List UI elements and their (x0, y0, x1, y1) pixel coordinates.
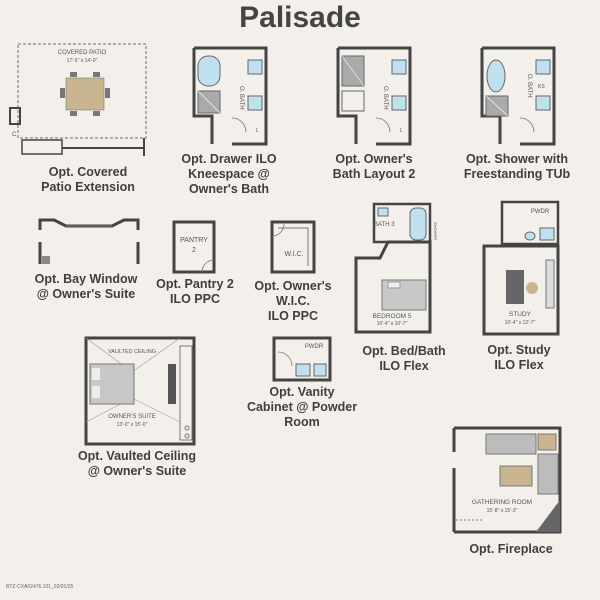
caption-drawer-ilo: Opt. Drawer ILO Kneespace @ Owner's Bath (181, 152, 277, 196)
shower-freestanding-plan: O. BATH KS (480, 46, 556, 146)
pwdr-label: PWDR (305, 344, 324, 350)
footer-code: BTZ-CXA02476.101_02/01/25 (6, 584, 74, 590)
fireplace-plan: GATHERING ROOM 15'-8" x 15'-3" (444, 424, 564, 536)
pantry-label: PANTRY (180, 237, 208, 244)
vanity-cabinet-plan: PWDR (272, 336, 334, 382)
wic-label: W.I.C. (284, 251, 303, 258)
pantry-2-plan: PANTRY 2 (172, 220, 218, 274)
l-label: L (400, 128, 403, 134)
vaulted-ceiling-plan: VAULTED CEILING OWNER'S SUITE 13'-0" x 1… (84, 336, 196, 446)
c-label: C (12, 132, 17, 138)
bay-window-plan (36, 216, 142, 266)
study-plan: PWDR STUDY 10'-4" x 12'-7" (482, 200, 562, 336)
covered-patio-label: COVERED PATIO (58, 50, 107, 56)
owners-wic-plan: W.I.C. (270, 220, 318, 274)
owners-bath-2-plan: O. BATH L (336, 46, 412, 146)
l-label: L (256, 128, 259, 134)
owners-suite-dims: 13'-0" x 15'-0" (117, 422, 148, 428)
o-bath-label: O. BATH (526, 74, 532, 98)
vaulted-label: VAULTED CEILING (108, 349, 156, 355)
covered-patio-dims: 17'-5" x 14'-0" (67, 58, 98, 64)
bed-bath-plan: BATH 3 SHOWER BEDROOM 5 10'-4" x 10'-7" (354, 202, 438, 338)
study-label: STUDY (509, 311, 532, 318)
caption-vanity-cabinet: Opt. Vanity Cabinet @ Powder Room (246, 385, 358, 429)
owners-suite-label: OWNER'S SUITE (108, 414, 155, 420)
caption-owners-wic: Opt. Owner's W.I.C. ILO PPC (254, 279, 332, 323)
bedroom5-dims: 10'-4" x 10'-7" (377, 321, 408, 327)
o-bath-label: O. BATH (238, 86, 244, 110)
drawer-ilo-plan: O. BATH L (192, 46, 268, 146)
caption-bed-bath: Opt. Bed/Bath ILO Flex (362, 344, 446, 373)
study-dims: 10'-4" x 12'-7" (505, 320, 536, 326)
caption-shower-freestanding: Opt. Shower with Freestanding TUb (463, 152, 571, 181)
o-bath-label: O. BATH (382, 86, 388, 110)
pantry-number: 2 (192, 247, 196, 254)
caption-owners-bath-2: Opt. Owner's Bath Layout 2 (332, 152, 416, 181)
caption-fireplace: Opt. Fireplace (469, 542, 553, 556)
ks-label: KS (538, 84, 545, 90)
bath3-label: BATH 3 (374, 222, 395, 228)
caption-bay-window: Opt. Bay Window @ Owner's Suite (34, 272, 138, 301)
covered-patio-plan: COVERED PATIO 17'-5" x 14'-0" C (8, 42, 150, 162)
pwdr-label: PWDR (531, 209, 550, 215)
caption-pantry-2: Opt. Pantry 2 ILO PPC (156, 277, 234, 306)
shower-label: SHOWER (433, 222, 438, 240)
bedroom5-label: BEDROOM 5 (372, 313, 411, 320)
caption-study: Opt. Study ILO Flex (487, 343, 551, 372)
gathering-dims: 15'-8" x 15'-3" (487, 508, 518, 514)
page-title: Palisade (239, 1, 361, 34)
caption-covered-patio: Opt. Covered Patio Extension (41, 165, 135, 194)
gathering-label: GATHERING ROOM (472, 499, 532, 506)
caption-vaulted-ceiling: Opt. Vaulted Ceiling @ Owner's Suite (77, 449, 197, 478)
